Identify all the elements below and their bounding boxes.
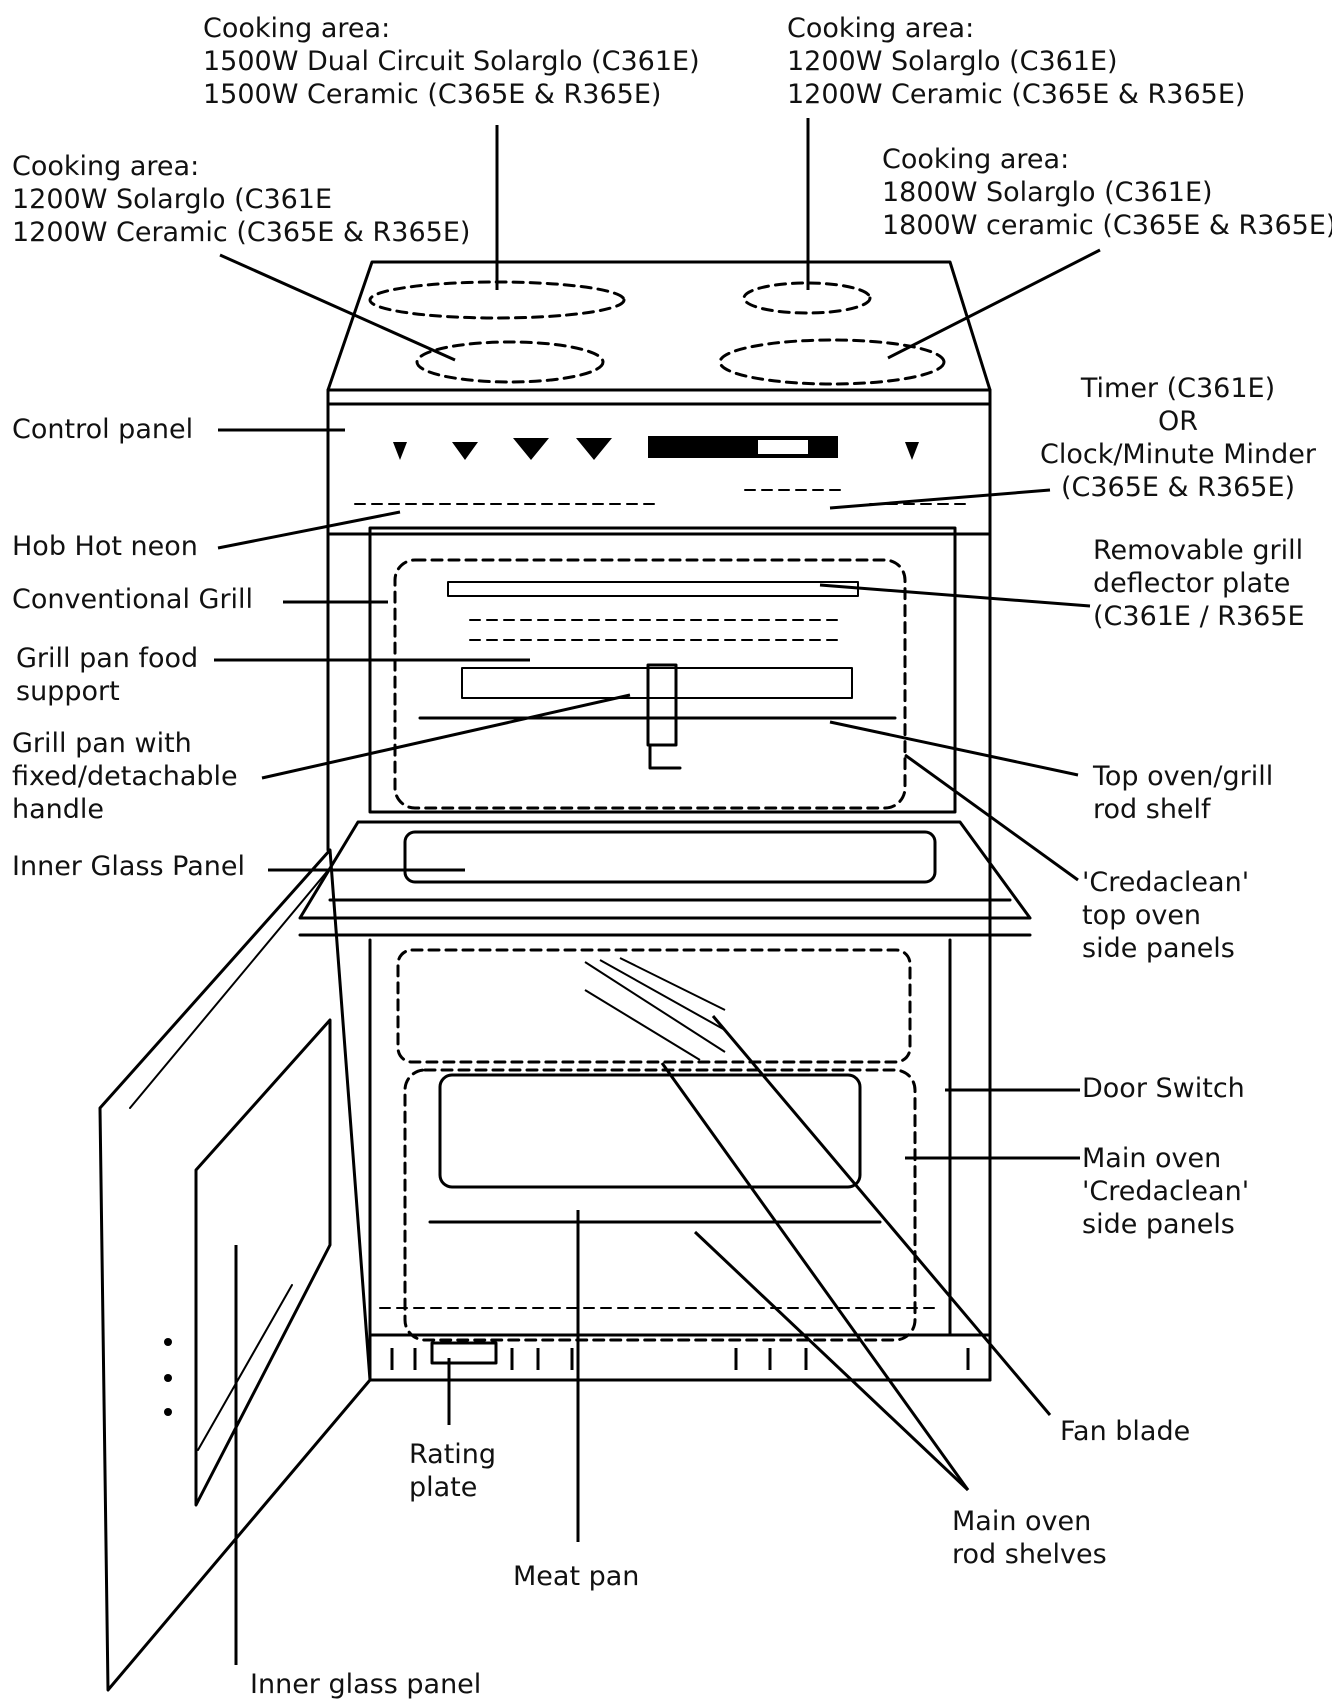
label-line: 1500W Dual Circuit Solarglo (C361E) (203, 46, 700, 77)
label-timer: Timer (C361E) OR Clock/Minute Minder (C3… (1028, 372, 1328, 504)
label-grill-pan-food-support: Grill pan food support (16, 642, 198, 708)
label-line: Clock/Minute Minder (1039, 439, 1316, 470)
top-oven (368, 526, 957, 814)
leader-credaclean-top (904, 753, 1079, 882)
label-line: 1200W Ceramic (C365E & R365E) (12, 217, 471, 248)
label-cooking-area-front-left: Cooking area: 1200W Solarglo (C361E 1200… (12, 150, 470, 249)
label-credaclean-main: Main oven 'Credaclean' side panels (1082, 1142, 1249, 1241)
label-line: 1200W Solarglo (C361E) (787, 46, 1118, 77)
label-conventional-grill: Conventional Grill (12, 583, 253, 616)
label-line: 1800W Solarglo (C361E) (882, 177, 1213, 208)
label-line: deflector plate (1093, 568, 1291, 599)
top-oven-door-ledge (298, 820, 1032, 937)
hob-top (326, 260, 992, 406)
label-line: Main oven (1082, 1143, 1222, 1174)
label-cooking-area-front-right: Cooking area: 1800W Solarglo (C361E) 180… (882, 143, 1332, 242)
label-credaclean-top: 'Credaclean' top oven side panels (1082, 866, 1249, 965)
label-line: (C361E / R365E (1093, 601, 1305, 632)
leader-cooking-front-left (219, 253, 456, 362)
control-panel-body (326, 402, 992, 536)
label-door-switch: Door Switch (1082, 1072, 1245, 1105)
label-inner-glass-panel-top: Inner Glass Panel (12, 850, 245, 883)
label-line: Control panel (12, 414, 194, 445)
label-line: Meat pan (513, 1561, 640, 1592)
label-cooking-area-back-left: Cooking area: 1500W Dual Circuit Solargl… (203, 12, 700, 111)
label-line: (C365E & R365E) (1060, 472, 1296, 503)
label-cooking-area-back-right: Cooking area: 1200W Solarglo (C361E) 120… (787, 12, 1245, 111)
label-line: Timer (C361E) (1080, 373, 1276, 404)
leader-cooking-front-right (887, 248, 1101, 360)
label-line: 1800W ceramic (C365E & R365E) (882, 210, 1332, 241)
leader-timer (829, 488, 1051, 510)
label-inner-glass-panel-bottom: Inner glass panel (250, 1668, 481, 1701)
label-line: Inner Glass Panel (12, 851, 246, 882)
label-top-oven-rod-shelf: Top oven/grill rod shelf (1093, 760, 1273, 826)
label-line: Top oven/grill (1093, 761, 1274, 792)
label-meat-pan: Meat pan (513, 1560, 639, 1593)
label-grill-pan-handle: Grill pan with fixed/detachable handle (12, 727, 238, 826)
label-line: support (16, 676, 120, 707)
label-line: top oven (1082, 900, 1202, 931)
label-line: 1200W Solarglo (C361E (12, 184, 333, 215)
label-line: side panels (1082, 1209, 1235, 1240)
label-grill-deflector: Removable grill deflector plate (C361E /… (1093, 534, 1305, 633)
label-line: Inner glass panel (250, 1669, 482, 1700)
label-line: Hob Hot neon (12, 531, 198, 562)
label-main-oven-rod-shelves: Main oven rod shelves (952, 1505, 1107, 1571)
label-hob-hot-neon: Hob Hot neon (12, 530, 198, 563)
label-line: Fan blade (1060, 1416, 1191, 1447)
label-line: fixed/detachable (12, 761, 238, 792)
main-oven (368, 948, 992, 1382)
leader-main-shelves-b (693, 1230, 970, 1492)
label-rating-plate: Rating plate (409, 1438, 496, 1504)
label-line: Removable grill (1093, 535, 1304, 566)
label-line: 'Credaclean' (1082, 1176, 1250, 1207)
label-line: 'Credaclean' (1082, 867, 1250, 898)
label-line: Cooking area: (787, 13, 975, 44)
label-control-panel: Control panel (12, 413, 193, 446)
leader-main-shelves-a (660, 1062, 970, 1491)
leader-hob-hot-neon (217, 510, 401, 550)
label-line: Door Switch (1082, 1073, 1245, 1104)
cabinet (326, 532, 992, 1382)
label-line: 1200W Ceramic (C365E & R365E) (787, 79, 1246, 110)
label-line: rod shelves (952, 1539, 1107, 1570)
leader-fan-blade (711, 1015, 1052, 1416)
leader-grill-pan-handle (261, 693, 631, 780)
label-line: Cooking area: (882, 144, 1070, 175)
label-fan-blade: Fan blade (1060, 1415, 1190, 1448)
label-line: OR (1157, 406, 1198, 437)
label-line: plate (409, 1472, 478, 1503)
label-line: Cooking area: (12, 151, 200, 182)
label-line: Grill pan food (16, 643, 199, 674)
label-line: Cooking area: (203, 13, 391, 44)
label-line: rod shelf (1093, 794, 1211, 825)
open-main-door (98, 848, 372, 1692)
leader-top-oven-rod-shelf (829, 720, 1079, 777)
label-line: side panels (1082, 933, 1235, 964)
leader-grill-deflector (819, 583, 1091, 608)
label-line: Main oven (952, 1506, 1092, 1537)
label-line: handle (12, 794, 105, 825)
label-line: Grill pan with (12, 728, 192, 759)
label-line: Rating (409, 1439, 497, 1470)
label-line: 1500W Ceramic (C365E & R365E) (203, 79, 662, 110)
label-line: Conventional Grill (12, 584, 254, 615)
